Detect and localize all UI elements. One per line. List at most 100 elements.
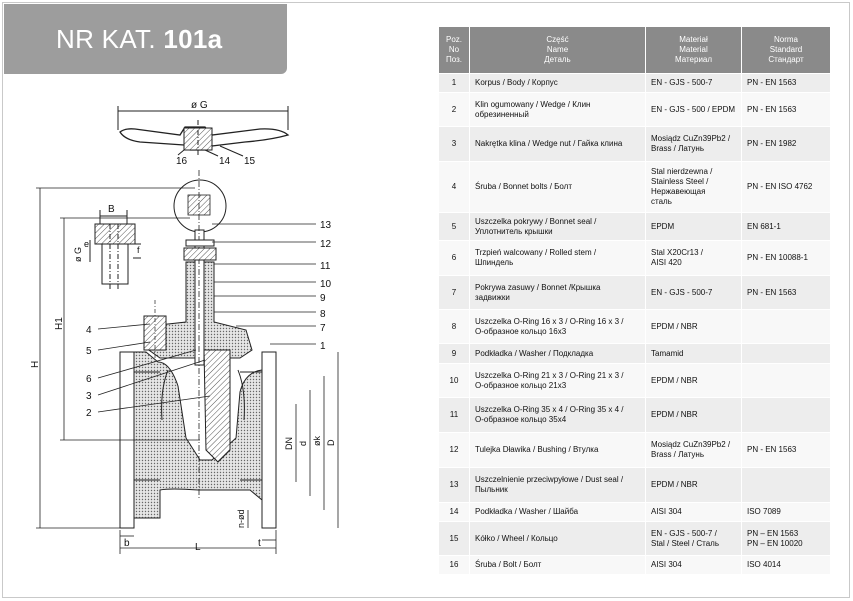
cell-standard: EN 681-1 [741,212,831,241]
dim-l: L [195,542,201,553]
cell-part-name: Nakrętka klina / Wedge nut / Гайка клина [469,126,646,162]
cell-part-name: Kółko / Wheel / Кольцо [469,521,646,556]
callout-4: 4 [86,325,92,336]
cell-material: Mosiądz CuZn39Pb2 /Brass / Латунь [645,432,742,468]
cell-position: 2 [438,92,470,127]
cell-standard: PN - EN 1563 [741,432,831,468]
callout-16: 16 [176,156,188,167]
cell-part-name: Śruba / Bonnet bolts / Болт [469,161,646,213]
dim-n-od: n-ød [236,509,246,528]
callout-8: 8 [320,309,326,320]
cell-material: Mosiądz CuZn39Pb2 /Brass / Латунь [645,126,742,162]
dimension-lines [36,187,339,554]
cell-standard: PN - EN 1563 [741,73,831,93]
callout-2: 2 [86,408,92,419]
valve-technical-drawing: ø G 16 14 15 B e ø G f [30,100,339,554]
callout-12: 12 [320,239,332,250]
dim-e: e [84,239,89,249]
cell-material: EPDM / NBR [645,397,742,433]
cell-material: EPDM / NBR [645,467,742,503]
callout-5: 5 [86,346,92,357]
cell-standard [741,343,831,364]
cell-material: EN - GJS - 500-7 [645,73,742,93]
cell-position: 16 [438,555,470,575]
cell-material: AISI 304 [645,502,742,522]
cell-position: 9 [438,343,470,364]
cell-material: AISI 304 [645,555,742,575]
dim-d-large: D [326,439,336,446]
cell-material: Stal X20Cr13 /AISI 420 [645,240,742,276]
cell-part-name: Trzpień walcowany / Rolled stem /Шпиндел… [469,240,646,276]
cell-part-name: Śruba / Bolt / Болт [469,555,646,575]
cell-standard: PN - EN 1982 [741,126,831,162]
catalog-number: 101a [163,24,223,54]
callout-7: 7 [320,323,326,334]
callout-14: 14 [219,156,231,167]
cell-position: 13 [438,467,470,503]
callout-11: 11 [320,261,331,272]
cell-standard [741,397,831,433]
cell-material: EPDM / NBR [645,363,742,398]
cell-part-name: Tulejka Dławika / Bushing / Втулка [469,432,646,468]
dim-d-small: d [298,441,308,446]
cell-position: 8 [438,309,470,344]
callout-3: 3 [86,391,92,402]
dim-dia-g: ø G [191,100,208,111]
cell-part-name: Uszczelka O-Ring 35 x 4 / O-Ring 35 x 4 … [469,397,646,433]
cell-part-name: Uszczelka O-Ring 21 x 3 / O-Ring 21 x 3 … [469,363,646,398]
callout-leaders [97,223,316,413]
cell-part-name: Podkładka / Washer / Шайба [469,502,646,522]
dim-t: t [258,538,261,549]
cell-part-name: Uszczelnienie przeciwpyłowe / Dust seal … [469,467,646,503]
callout-10: 10 [320,279,332,290]
dim-b-upper: B [108,204,115,215]
cell-standard [741,467,831,503]
title-badge: NR KAT. 101a [4,4,287,74]
dim-dk: øk [312,436,322,446]
cell-material: EPDM / NBR [645,309,742,344]
cell-standard [741,309,831,344]
dim-b-lower: b [124,538,130,549]
dim-dia-e: ø G [73,247,83,262]
callout-9: 9 [320,293,326,304]
cell-position: 12 [438,432,470,468]
detail-view-drawing [89,210,141,290]
callout-6: 6 [86,374,92,385]
cell-part-name: Korpus / Body / Корпус [469,73,646,93]
cell-position: 11 [438,397,470,433]
cell-part-name: Uszczelka pokrywy / Bonnet seal /Уплотни… [469,212,646,241]
callout-13: 13 [320,220,332,231]
cell-position: 1 [438,73,470,93]
cell-position: 6 [438,240,470,276]
cell-material: EPDM [645,212,742,241]
callout-15: 15 [244,156,256,167]
cell-standard: PN - EN 1563 [741,92,831,127]
cell-material: Stal nierdzewna /Stainless Steel /Нержав… [645,161,742,213]
cell-position: 3 [438,126,470,162]
